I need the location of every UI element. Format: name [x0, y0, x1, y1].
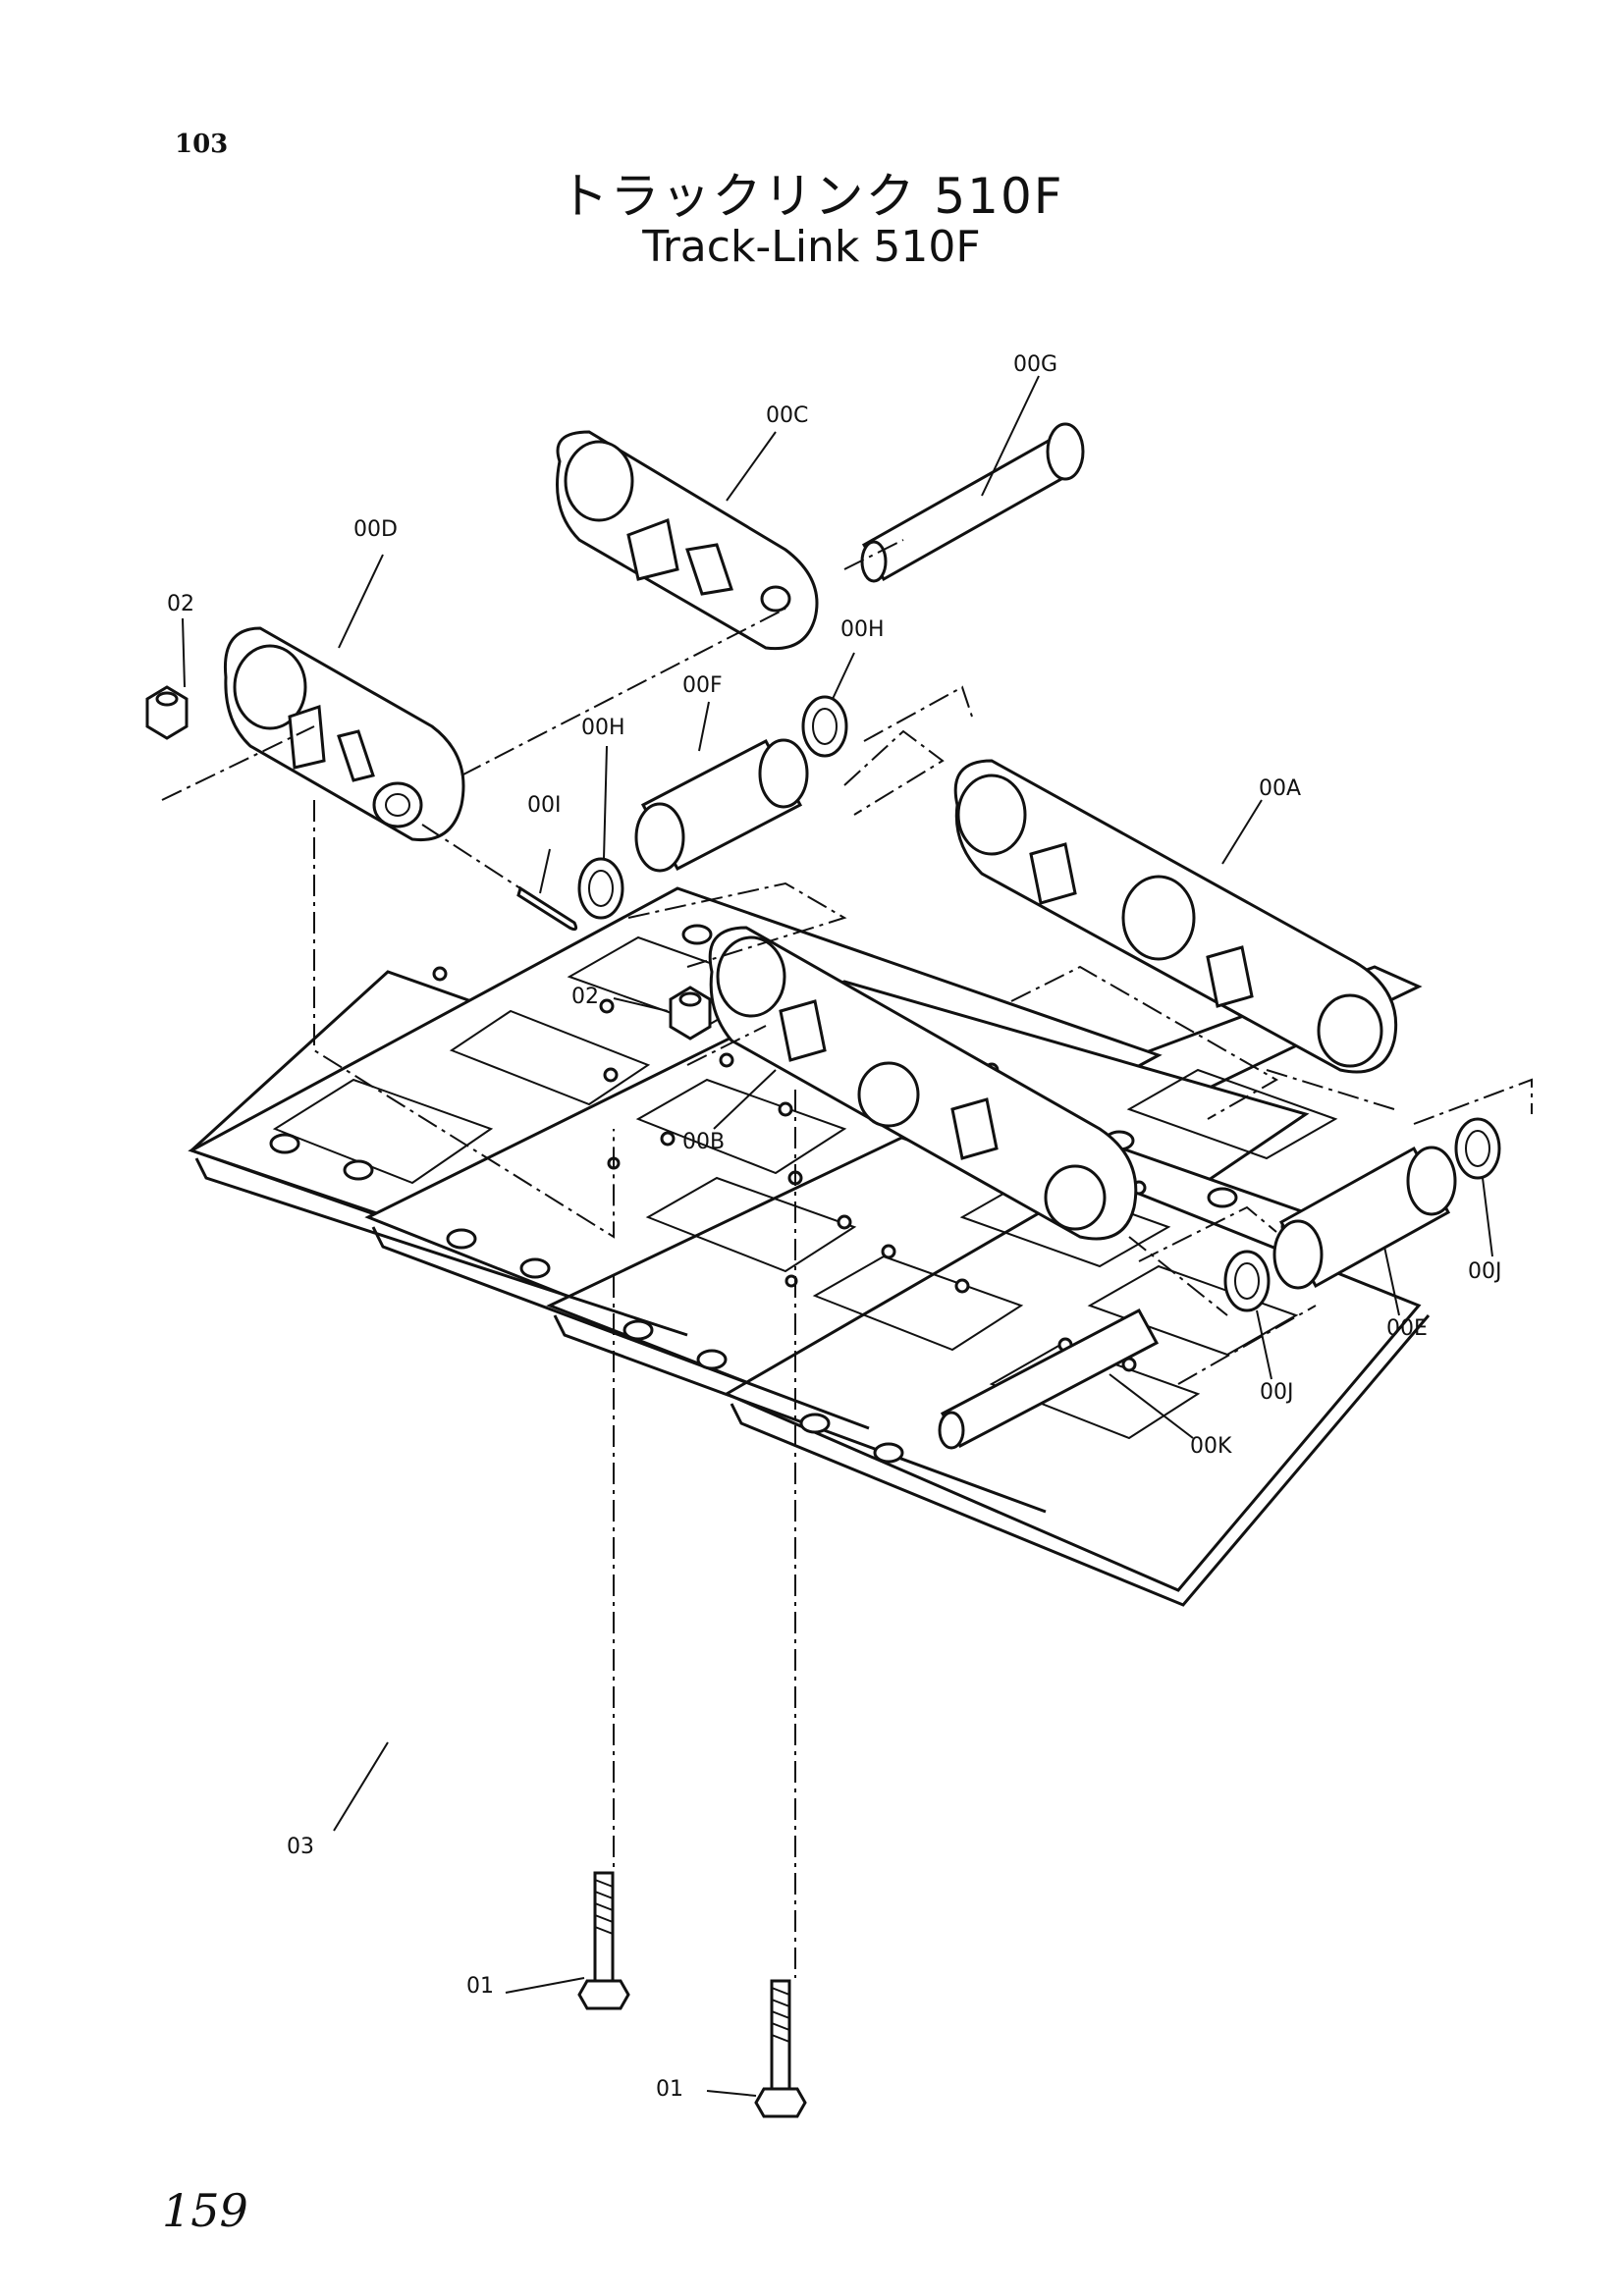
bushing-00f: [634, 738, 809, 873]
label-00e: 00E: [1386, 1316, 1428, 1341]
link-00a: [953, 759, 1398, 1074]
label-00j-left: 00J: [1260, 1380, 1293, 1405]
label-01-left: 01: [466, 1974, 494, 1999]
title-japanese: トラックリンク 510F: [559, 168, 1064, 225]
pin-00g: [860, 422, 1085, 583]
track-bolt-01-left: [577, 1871, 630, 2010]
label-00k: 00K: [1190, 1434, 1232, 1459]
label-00g: 00G: [1013, 352, 1057, 377]
label-00b: 00B: [682, 1130, 725, 1154]
callout-labels: 00G 00C 00D 02 00H 00F 00H 00I 00A 02 00…: [167, 352, 1501, 2102]
alignment-lines: [161, 539, 1533, 1978]
nut-02-center: [669, 986, 712, 1041]
label-00c: 00C: [766, 403, 808, 428]
pin-00i: [516, 885, 578, 932]
label-00d: 00D: [353, 517, 398, 542]
nut-02-left: [145, 685, 189, 740]
leader-lines: [182, 375, 1493, 2097]
seals: [577, 695, 1501, 1312]
handwritten-note: 159: [162, 2184, 248, 2237]
track-bolt-01-right: [754, 1979, 807, 2118]
title-english: Track-Link 510F: [642, 222, 981, 272]
pin-00k: [938, 1308, 1160, 1450]
link-00d: [223, 626, 465, 842]
link-00c: [556, 430, 819, 651]
label-00h-lower: 00H: [581, 716, 625, 740]
label-00i: 00I: [527, 793, 561, 818]
label-01-right: 01: [656, 2077, 683, 2102]
label-00a: 00A: [1259, 776, 1301, 801]
label-02-upper: 02: [167, 592, 194, 616]
page-number: 103: [175, 130, 229, 159]
label-00j-right: 00J: [1468, 1259, 1501, 1284]
label-03: 03: [287, 1835, 314, 1859]
bushing-00e: [1272, 1146, 1457, 1290]
label-00f: 00F: [682, 673, 723, 698]
label-02-center: 02: [571, 985, 599, 1009]
link-00b: [708, 926, 1138, 1241]
label-00h-upper: 00H: [840, 617, 885, 642]
